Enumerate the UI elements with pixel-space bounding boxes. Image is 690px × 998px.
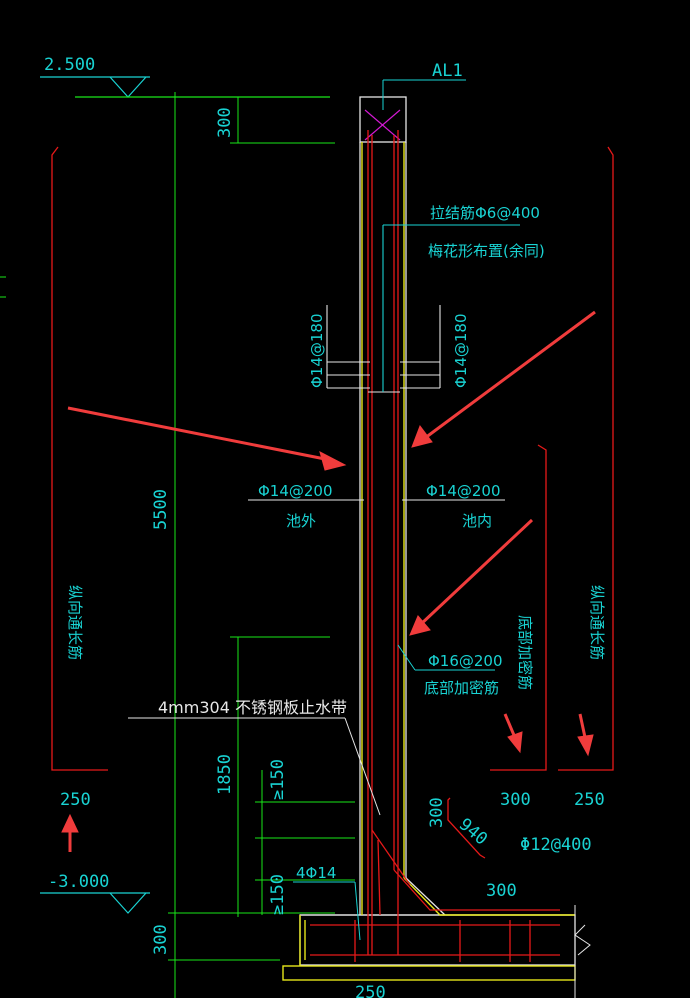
- dim-940: 940: [455, 815, 491, 850]
- tie-bar-label: 拉结筋Φ6@400: [430, 204, 540, 222]
- elevation-marker-top: [40, 76, 330, 98]
- bend-bar-label: Φ12@400: [520, 835, 592, 855]
- dim-lower-1850: 1850: [215, 754, 235, 795]
- beam-tag-leader: [382, 79, 466, 110]
- break-symbol: [574, 905, 591, 998]
- rebar-bottom-add-name: 底部加密筋: [424, 679, 499, 697]
- dim-300-bend: 300: [427, 797, 447, 828]
- longitudinal-right-label: 纵向通长筋: [588, 585, 606, 660]
- rebar-outer-side-label: 池外: [286, 512, 316, 530]
- elevation-top-label: 2.500: [44, 55, 95, 75]
- waterstop-leader: [128, 717, 381, 816]
- corner-bars-leader: [293, 881, 361, 941]
- anchor-bars: [248, 224, 520, 501]
- dim-height-5500: 5500: [151, 489, 171, 530]
- rebar-left-vertical-label: Φ14@180: [308, 313, 326, 388]
- annotation-arrows: [61, 310, 596, 852]
- beam-cross-marker: [364, 109, 401, 141]
- dimension-lines: [168, 92, 355, 998]
- dim-150-lower: ≥150: [268, 874, 288, 915]
- longitudinal-left-label: 纵向通长筋: [66, 585, 84, 660]
- dim-base-partial: 250: [355, 983, 386, 998]
- dim-top-300: 300: [215, 107, 235, 138]
- tie-bar-note-label: 梅花形布置(余同): [428, 242, 545, 260]
- dim-250-left: 250: [60, 790, 91, 810]
- rebar-bottom-add-label: Φ16@200: [428, 652, 503, 670]
- bottom-add-right-label: 底部加密筋: [516, 615, 534, 690]
- rebar-right-vertical-label: Φ14@180: [452, 313, 470, 388]
- elevation-bottom-label: -3.000: [48, 872, 109, 892]
- elevation-marker-bottom: [40, 892, 150, 914]
- waterstop-label: 4mm304 不锈钢板止水带: [158, 698, 347, 717]
- dim-300-right: 300: [500, 790, 531, 810]
- dim-150-upper: ≥150: [268, 759, 288, 800]
- beam-tag-label: AL1: [432, 61, 463, 81]
- rebar-lines: [51, 130, 614, 962]
- dim-300-bottom: 300: [486, 881, 517, 901]
- bottom-add-leader: [397, 644, 495, 671]
- dim-250-right: 250: [574, 790, 605, 810]
- rebar-outer-label: Φ14@200: [258, 482, 333, 500]
- rebar-inner-side-label: 池内: [462, 512, 492, 530]
- corner-bars-label: 4Φ14: [296, 864, 336, 882]
- yellow-frame-lines: [282, 142, 576, 981]
- dim-bottom-300: 300: [151, 924, 171, 955]
- rebar-inner-label: Φ14@200: [426, 482, 501, 500]
